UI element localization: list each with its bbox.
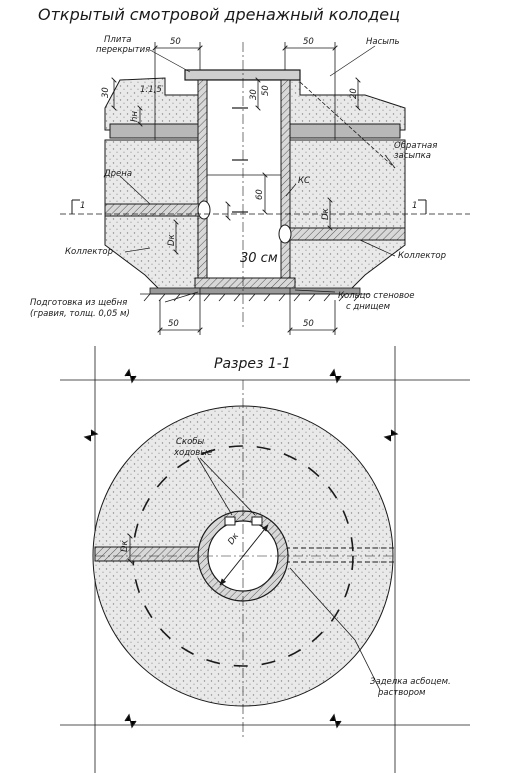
ring-wall-right [280, 79, 291, 286]
brackets-label-2: ходовые [173, 448, 212, 458]
leader-lines [119, 45, 396, 303]
brackets-leader-1 [197, 457, 233, 516]
dim-20: 20 [349, 88, 359, 99]
ladder-rungs [232, 107, 248, 213]
plan-frame [60, 346, 470, 773]
drawing-title: Открытый смотровой дренажный колодец [38, 5, 400, 24]
fill-label: Насыпь [366, 37, 400, 47]
gravel-label-2: (гравия, толщ. 0,05 м) [30, 309, 130, 319]
dim-slope: 1:1,5 [140, 85, 162, 95]
dim-dk-right: Dк [321, 207, 331, 220]
plan-view: Скобы ходовые Dк Dк Заделка асбоцем. рас… [60, 346, 470, 773]
brackets-leader-2 [199, 457, 256, 516]
cover-slab [184, 69, 301, 81]
sealing-label-1: Заделка асбоцем. [370, 677, 451, 687]
ring-wall-left [197, 79, 208, 286]
dim-bottom-right: 50 [303, 319, 314, 329]
gravel-bed [149, 287, 361, 295]
elevation-view: Плита перекрытия Насыпь Обратная засыпка… [30, 35, 470, 335]
section-marker-left [71, 199, 80, 214]
dim-top-right: 50 [303, 37, 314, 47]
drain-pipe-end [197, 200, 211, 220]
dim-bottom-left: 50 [168, 319, 179, 329]
backfill-label-1: Обратная [394, 141, 437, 151]
top-dimensions [114, 42, 358, 140]
dim-30-left: 30 [101, 87, 111, 98]
gravel-label-1: Подготовка из щебня [30, 298, 127, 308]
ring-bottom [194, 277, 296, 289]
ring-label-2: с днищем [346, 302, 391, 312]
dim-top-left: 50 [170, 37, 181, 47]
frame-break-marks [83, 368, 399, 729]
section-mark-right: 1 [412, 201, 417, 211]
section-title: Разрез 1-1 [214, 356, 291, 372]
dim-dk-left: Dк [167, 233, 177, 246]
sealing-label-2: раствором [377, 688, 426, 698]
collector-right-label: Коллектор [398, 251, 446, 261]
dim-60: 60 [255, 189, 265, 200]
drain-label: Дрена [103, 169, 132, 179]
collector-pipe-end [278, 224, 292, 244]
collector-left-label: Коллектор [65, 247, 113, 257]
ground-hatch [140, 293, 370, 302]
plan-drain-pipe-left [94, 546, 206, 562]
inner-dimensions [176, 175, 330, 252]
section-marker-right [418, 199, 427, 214]
backfill-label-2: засыпка [394, 151, 431, 161]
handwritten-note: 30 см [240, 251, 278, 266]
section-mark-left: 1 [80, 201, 85, 211]
ks-label: КС [298, 176, 310, 186]
slope-line [299, 81, 396, 169]
collector-pipe-right [284, 227, 406, 241]
pipe-diameter-label: Dк [120, 539, 130, 552]
bracket-1 [224, 516, 236, 526]
brackets-label-1: Скобы [176, 437, 205, 447]
dim-hn: hн [130, 111, 140, 122]
bottom-dimensions [160, 288, 335, 335]
dim-30-center: 30 [249, 89, 259, 100]
diameter-arrow [219, 524, 269, 586]
bracket-2 [251, 516, 263, 526]
slab-label-1: Плита [104, 35, 132, 45]
slab-label-2: перекрытия [96, 45, 150, 55]
sealing-leader [289, 567, 381, 691]
ring-label-1: Кольцо стеновое [338, 291, 414, 301]
dim-50-center: 50 [261, 85, 271, 96]
